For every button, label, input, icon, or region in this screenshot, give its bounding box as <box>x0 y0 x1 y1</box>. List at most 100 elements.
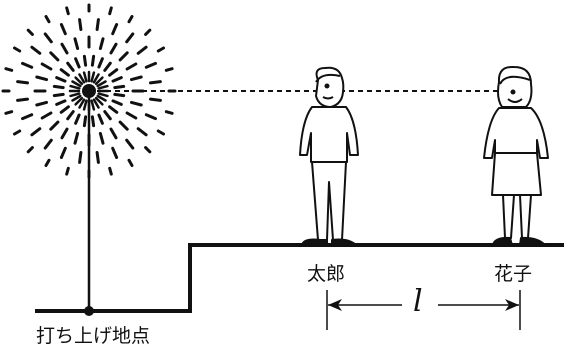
girl-figure-icon <box>483 65 549 246</box>
burst-dash <box>127 158 134 167</box>
burst-dash <box>78 98 86 109</box>
burst-dash <box>164 110 174 115</box>
launch-point-label: 打ち上げ地点 <box>36 325 151 347</box>
burst-dash <box>73 132 80 145</box>
burst-dash <box>118 120 129 131</box>
burst-dash <box>125 111 138 120</box>
launch-point-dot <box>84 306 94 316</box>
burst-dash <box>60 127 69 140</box>
hanako-label: 花子 <box>494 263 533 285</box>
burst-dash <box>40 62 53 71</box>
burst-dash <box>40 111 53 120</box>
burst-dash <box>21 113 34 121</box>
burst-dash <box>49 120 60 131</box>
burst-dash <box>97 57 104 69</box>
burst-dash <box>90 54 96 67</box>
burst-dash <box>125 32 135 44</box>
burst-dash <box>92 73 100 84</box>
burst-dash <box>55 76 67 83</box>
burst-dash <box>95 18 100 31</box>
burst-dash <box>52 84 65 90</box>
burst-dash <box>4 67 14 72</box>
burst-dash <box>125 138 135 150</box>
burst-dash <box>26 146 34 154</box>
burst-dash <box>13 129 22 136</box>
burst-dash <box>144 146 152 154</box>
burst-dash <box>82 71 88 83</box>
burst-dash <box>66 110 75 121</box>
burst-dash <box>30 45 42 55</box>
burst-dash <box>118 51 129 62</box>
burst-dash <box>52 92 65 98</box>
burst-dash <box>35 75 48 82</box>
burst-dash <box>60 42 69 55</box>
burst-dash <box>94 96 104 106</box>
burst-dash <box>97 84 109 90</box>
burst-dash <box>74 57 81 69</box>
burst-dash <box>49 51 60 62</box>
burst-dash <box>130 75 143 82</box>
burst-dash <box>43 138 53 150</box>
burst-dash <box>130 100 143 107</box>
burst-dash <box>125 62 138 71</box>
burst-dash <box>127 15 134 24</box>
burst-dash <box>82 115 88 128</box>
burst-dash <box>108 166 113 176</box>
boy-figure-icon <box>299 66 359 246</box>
burst-dash <box>55 99 67 106</box>
burst-dash <box>21 61 34 69</box>
burst-dash <box>74 96 84 106</box>
burst-dash <box>136 45 148 55</box>
ground-line <box>35 243 564 313</box>
firework-burst-icon <box>1 3 177 179</box>
burst-dash <box>44 15 51 24</box>
burst-dash <box>82 54 88 67</box>
burst-dash <box>149 80 162 85</box>
burst-dash <box>98 132 105 145</box>
burst-dash <box>26 28 34 36</box>
burst-dash <box>156 129 165 136</box>
burst-dash <box>78 151 83 164</box>
burst-dash <box>90 99 96 111</box>
burst-dash <box>97 92 109 98</box>
burst-dash <box>94 76 104 86</box>
burst-dash <box>59 105 70 114</box>
burst-dash <box>59 146 67 159</box>
dimension-arrowhead-right <box>505 299 519 311</box>
burst-dash <box>65 166 70 176</box>
burst-dash <box>136 127 148 137</box>
burst-dash <box>74 113 81 125</box>
burst-dash <box>30 127 42 137</box>
burst-dash <box>111 99 123 106</box>
burst-dash <box>82 99 88 111</box>
burst-dash <box>108 6 113 16</box>
burst-dash <box>144 61 157 69</box>
burst-dash <box>13 46 22 53</box>
burst-dash <box>144 28 152 36</box>
burst-dash <box>113 92 126 98</box>
burst-dash <box>44 158 51 167</box>
burst-dash <box>90 115 96 128</box>
burst-dash <box>43 32 53 44</box>
dimension-arrowhead-left <box>328 299 342 311</box>
burst-dash <box>71 94 82 102</box>
burst-dash <box>103 110 112 121</box>
taro-label: 太郎 <box>307 263 346 285</box>
burst-dash <box>78 73 86 84</box>
burst-dash <box>69 92 81 98</box>
burst-dash <box>103 61 112 72</box>
burst-dash <box>111 146 119 159</box>
burst-dash <box>74 76 84 86</box>
burst-dash <box>90 71 96 83</box>
burst-dash <box>16 80 29 85</box>
burst-dash <box>73 37 80 50</box>
burst-dash <box>69 84 81 90</box>
burst-dash <box>4 110 14 115</box>
burst-dash <box>144 113 157 121</box>
burst-dash <box>97 113 104 125</box>
burst-dash <box>109 127 118 140</box>
burst-dash <box>111 76 123 83</box>
burst-dash <box>113 84 126 90</box>
burst-dash <box>95 151 100 164</box>
